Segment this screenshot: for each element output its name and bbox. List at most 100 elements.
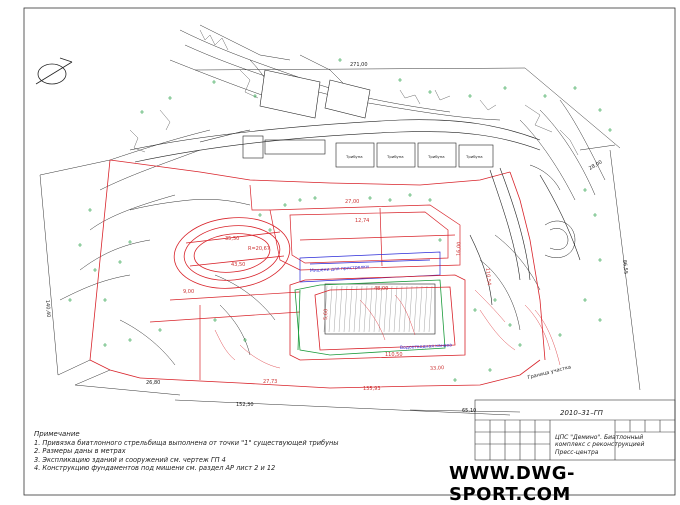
dim-900: 9,00 — [183, 289, 194, 295]
tree-icon — [243, 338, 247, 342]
tree-icon — [468, 94, 472, 98]
hatch-line — [373, 285, 378, 333]
dim-4350: 43,50 — [231, 262, 245, 268]
tree-icon — [518, 343, 522, 347]
dimension-lines — [39, 67, 641, 416]
notes-header: Примечание — [34, 430, 80, 438]
dim-271: 271,00 — [350, 62, 368, 68]
tree-icon — [558, 333, 562, 337]
tree-icon — [598, 258, 602, 262]
tree-icon — [338, 58, 342, 62]
tree-icon — [598, 318, 602, 322]
green-zone — [294, 279, 446, 356]
hatch-line — [408, 285, 413, 333]
hatch-line — [348, 285, 353, 333]
hatch-line — [333, 285, 338, 333]
hatch-line — [403, 285, 408, 333]
drawing-title: ЦПС "Демино". Биатлонный комплекс с реко… — [555, 434, 645, 456]
tree-icon — [408, 193, 412, 197]
tree-icon — [503, 86, 507, 90]
dim-3550: 35,50 — [225, 236, 239, 242]
hatch-line — [423, 285, 428, 333]
access-road — [469, 167, 581, 306]
site-border-label: Граница участка — [527, 364, 572, 381]
tree-icon — [453, 378, 457, 382]
sheet-frame — [23, 7, 676, 496]
tree-markers — [68, 58, 612, 382]
range-boundary — [289, 274, 466, 361]
dim-8655: 86,55 — [621, 260, 628, 275]
tree-icon — [93, 268, 97, 272]
dim-14040: 140,40 — [44, 300, 51, 318]
north-road — [129, 119, 541, 163]
dim-2773: 27,73 — [263, 379, 277, 385]
tribune-label-2: Трибуна — [386, 154, 404, 159]
tree-icon — [493, 298, 497, 302]
dim-2680: 26,80 — [146, 380, 160, 386]
tree-icon — [168, 96, 172, 100]
hatch-line — [383, 285, 388, 333]
tree-icon — [543, 94, 547, 98]
general-notes: Примечание 1. Привязка биатлонного стрел… — [34, 430, 339, 473]
tribune-label-1: Трибуна — [345, 154, 363, 159]
dim-13593: 135,93 — [363, 386, 381, 392]
tree-icon — [128, 338, 132, 342]
tree-icon — [258, 213, 262, 217]
shooting-lanes — [324, 283, 436, 335]
hatch-line — [328, 285, 333, 333]
dim-12774: 12,74 — [355, 218, 369, 224]
dim-6510: 65,10 — [462, 408, 476, 414]
title-block — [474, 399, 676, 461]
watermark-url[interactable]: WWW.DWG-SPORT.COM — [449, 463, 575, 505]
tree-icon — [438, 238, 442, 242]
hatch-line — [398, 285, 403, 333]
tribune-label-4: Трибуна — [465, 154, 483, 159]
tree-icon — [68, 298, 72, 302]
tree-icon — [158, 328, 162, 332]
note-item-2: 2. Размеры даны в метрах — [34, 447, 126, 456]
hatch-line — [338, 285, 343, 333]
existing-buildings — [242, 69, 494, 168]
shooting-lane-hatch — [323, 285, 433, 333]
tree-icon — [388, 198, 392, 202]
tree-icon — [398, 78, 402, 82]
tree-icon — [140, 110, 144, 114]
drawing-code: 2010–31–ГП — [560, 409, 603, 417]
tree-icon — [593, 213, 597, 217]
hatch-line — [418, 285, 423, 333]
tree-icon — [583, 188, 587, 192]
tree-icon — [103, 343, 107, 347]
dim-1600: 16,00 — [456, 242, 462, 257]
hatch-line — [393, 285, 398, 333]
tree-icon — [128, 240, 132, 244]
tree-icon — [473, 308, 477, 312]
hatch-line — [428, 285, 433, 333]
dim-4800: 48,00 — [374, 286, 388, 292]
tree-icon — [313, 196, 317, 200]
site-boundary — [89, 159, 546, 389]
note-item-1: 1. Привязка биатлонного стрельбища выпол… — [34, 438, 339, 447]
tree-icon — [253, 94, 257, 98]
tree-icon — [283, 203, 287, 207]
tree-icon — [583, 298, 587, 302]
dim-3300: 33,00 — [430, 365, 445, 372]
drainage-label: Водоотводная канава — [400, 342, 453, 351]
hatch-line — [378, 285, 383, 333]
annotation-labels: Граница участка Водоотводная канава Мише… — [310, 264, 572, 381]
hatch-line — [353, 285, 358, 333]
stadium-layout — [149, 184, 461, 380]
tribune-labels: Трибуна Трибуна Трибуна Трибуна — [345, 154, 483, 159]
tree-icon — [268, 228, 272, 232]
running-track — [173, 217, 291, 289]
radius-label: R=20,67 — [248, 246, 270, 252]
tree-icon — [103, 298, 107, 302]
hatch-line — [368, 285, 373, 333]
tree-icon — [428, 90, 432, 94]
dim-2700: 27,00 — [345, 199, 359, 205]
hatch-line — [343, 285, 348, 333]
north-arrow-icon — [35, 57, 73, 85]
hatch-line — [413, 285, 418, 333]
dim-560: 5,60 — [323, 309, 329, 320]
hatch-line — [358, 285, 363, 333]
